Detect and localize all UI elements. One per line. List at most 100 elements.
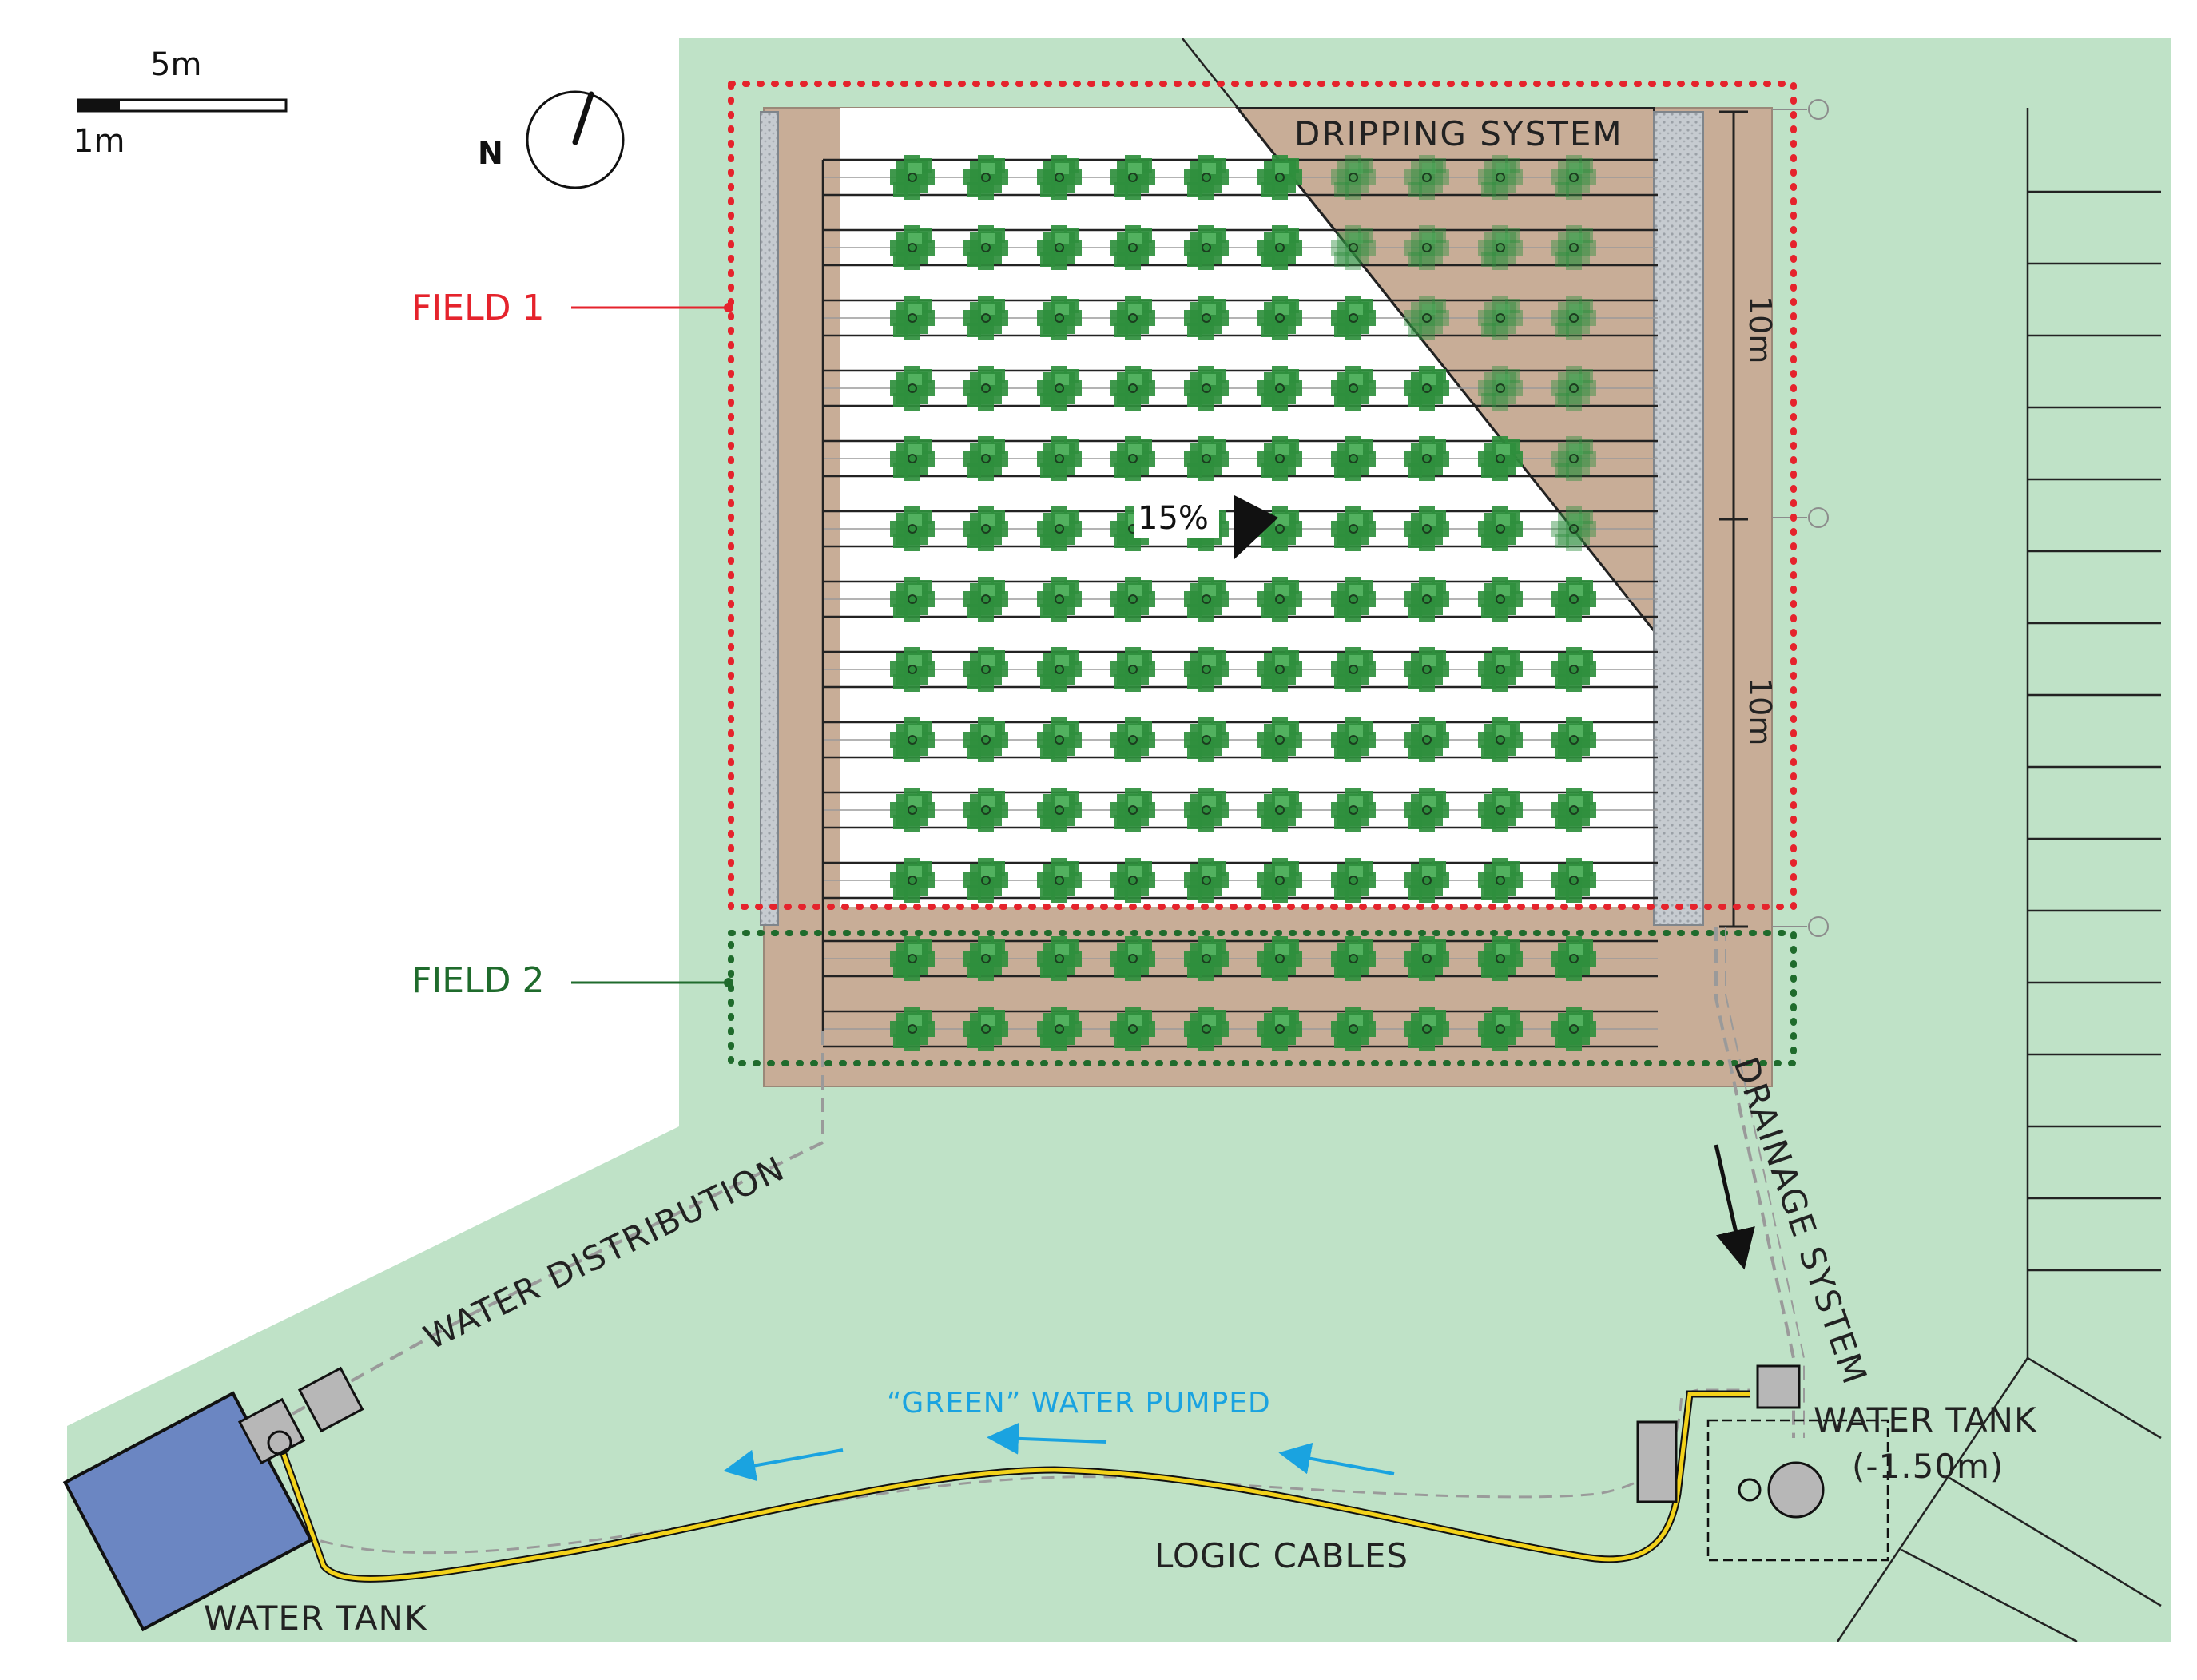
plant [1404,1007,1449,1051]
plant [1331,506,1376,551]
grid-references [1772,99,1829,937]
plant [1478,225,1523,270]
plant [1037,225,1082,270]
plant [1257,577,1302,622]
plant [1257,436,1302,481]
plant [1184,436,1229,481]
plant [1551,1007,1596,1051]
plant [963,936,1008,981]
plant [890,936,935,981]
plant [890,788,935,832]
logic-cables-label: LOGIC CABLES [1154,1536,1408,1575]
plant [890,436,935,481]
plant [1257,366,1302,411]
plant [1478,155,1523,200]
pump-intake [267,1430,292,1456]
plant [1110,717,1155,762]
plant [1037,1007,1082,1051]
plant [963,717,1008,762]
green-water-label: “GREEN” WATER PUMPED [887,1387,1271,1420]
plant [890,647,935,692]
pump-control-box [297,1366,364,1433]
plant [1257,647,1302,692]
plant [890,506,935,551]
plant [1478,366,1523,411]
plant [890,1007,935,1051]
plant [1478,1007,1523,1051]
slope-label: 15% [1138,500,1209,537]
plant [1478,296,1523,340]
north-arrow-needle [572,91,594,145]
water-tank-left [62,1391,313,1632]
field-2-label: FIELD 2 [411,960,544,1001]
plant [1478,436,1523,481]
plant [1037,506,1082,551]
plant [1478,858,1523,903]
field-1-label: FIELD 1 [411,288,544,328]
tank-pump-valve [1738,1478,1762,1502]
plant [1257,858,1302,903]
plant [1037,936,1082,981]
plant [1037,647,1082,692]
plant [1478,936,1523,981]
plant [1478,647,1523,692]
plant [890,577,935,622]
plant [890,225,935,270]
plant [1404,577,1449,622]
plant [1257,788,1302,832]
plant [1404,366,1449,411]
plant [1110,436,1155,481]
plant [1551,717,1596,762]
dimension-line [1719,110,1748,928]
plant [963,577,1008,622]
drainage-flow-arrow [1714,1144,1755,1270]
plant [1184,647,1229,692]
dripping-system-label: DRIPPING SYSTEM [1294,114,1623,153]
plant [963,647,1008,692]
drainage-inlet-box [1756,1364,1801,1409]
plant [1551,858,1596,903]
slope-arrow [1234,495,1278,559]
gravel-strip-left [760,111,779,926]
plant [1331,155,1376,200]
plant [1404,936,1449,981]
plant [1404,858,1449,903]
plant [963,225,1008,270]
plant [1404,155,1449,200]
plant [1110,1007,1155,1051]
plant [1257,717,1302,762]
plant [1551,506,1596,551]
plant [1110,155,1155,200]
plant [890,717,935,762]
water-distribution-pipe [263,1031,824,1432]
dimension-upper-label: 10m [1742,296,1778,363]
plant [1110,788,1155,832]
plant [963,296,1008,340]
plant [1184,936,1229,981]
plant [1478,717,1523,762]
plant [1037,717,1082,762]
plant [963,1007,1008,1051]
plant [1184,155,1229,200]
slope-label-box [1134,497,1219,538]
dimension-lower-label: 10m [1742,677,1778,745]
plant [1110,366,1155,411]
plant [1110,647,1155,692]
plant [1184,717,1229,762]
plant [1184,788,1229,832]
plant [1478,788,1523,832]
plant [1184,1007,1229,1051]
plant [1184,577,1229,622]
plant [1551,225,1596,270]
flow-arrow-2 [987,1422,1107,1455]
plant-grid [890,155,1596,1051]
plant [1551,296,1596,340]
plant [1551,436,1596,481]
plant [1257,225,1302,270]
plant [1110,936,1155,981]
plant [1037,858,1082,903]
dripping-boundary [1182,38,1659,636]
plant [963,858,1008,903]
plant [1404,788,1449,832]
